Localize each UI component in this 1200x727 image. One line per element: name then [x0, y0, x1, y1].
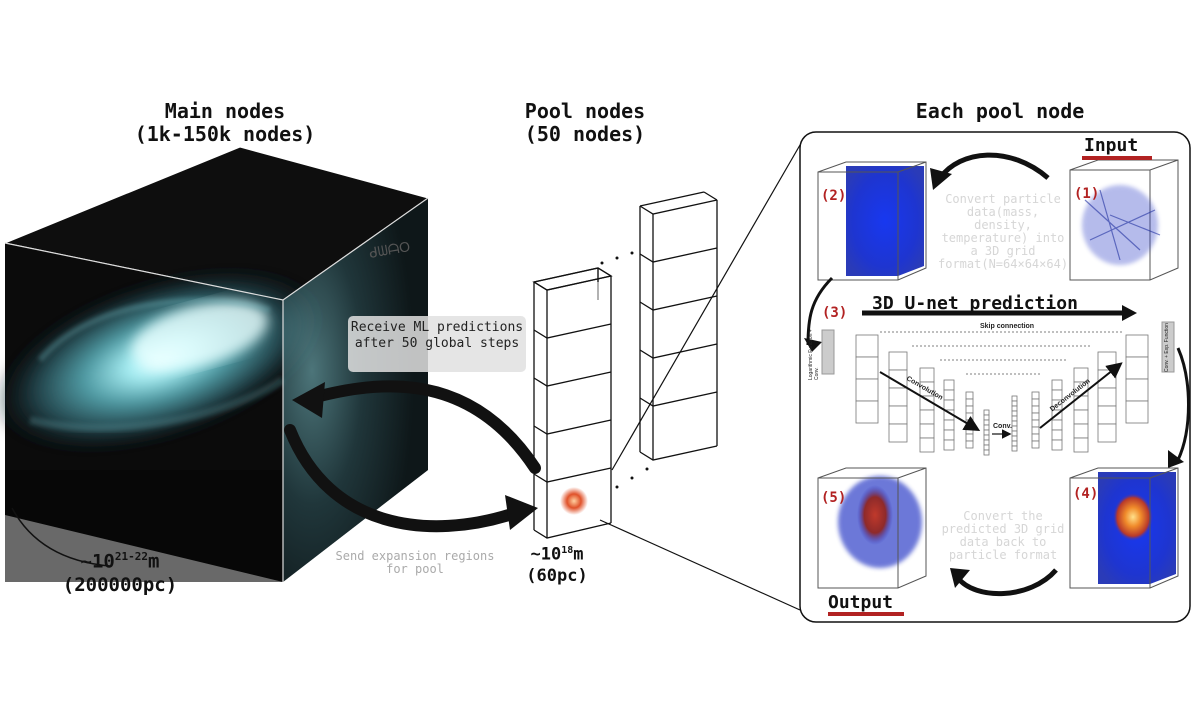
unet-skip-label: Skip connection	[980, 323, 1035, 330]
send-label: Send expansion regions for pool	[335, 549, 495, 576]
step-5-label: (5)	[821, 490, 847, 506]
cube-watermark: ᑯᗯᗩO	[368, 238, 412, 261]
main-scale-bracket	[11, 507, 111, 567]
unet-conv-label: Conv.	[993, 423, 1012, 430]
unet-title: 3D U-net prediction	[872, 293, 1078, 314]
unet-diagram	[821, 321, 1175, 456]
unet-right-block-label: Conv. + Exp. Function	[1164, 323, 1170, 372]
arrow-3-to-4	[1176, 347, 1190, 461]
main-scale-label: ~1021-22m (200000pc)	[40, 545, 200, 597]
pool-scale-label: ~1018m (60pc)	[517, 540, 597, 587]
galaxy-image	[0, 266, 329, 582]
arrow-2-to-3	[806, 276, 834, 346]
pool-column-back	[639, 191, 718, 461]
pool-scale-pc: (60pc)	[526, 565, 588, 586]
main-nodes-count: (1k-150k nodes)	[134, 122, 316, 146]
each-pool-node-title: Each pool node	[915, 99, 1085, 123]
pool-hotspot	[560, 487, 588, 515]
zoom-line-top	[611, 144, 801, 471]
cube-2-grid	[817, 161, 927, 281]
step-3-label: (3)	[822, 305, 848, 321]
step-2-label: (2)	[821, 188, 847, 204]
step-1-label: (1)	[1074, 186, 1100, 202]
main-scale-pc: (200000pc)	[62, 574, 178, 597]
receive-label-box: Receive ML predictions after 50 global s…	[348, 316, 526, 372]
unet-left-block	[821, 329, 835, 375]
convert-back-text: Convert the predicted 3D grid data back …	[941, 509, 1065, 562]
main-nodes-title: Main nodes (1k-150k nodes)	[120, 100, 330, 146]
arrow-4-to-5	[956, 568, 1058, 596]
receive-label: Receive ML predictions after 50 global s…	[350, 320, 524, 351]
pool-nodes-title: Pool nodes (50 nodes)	[520, 100, 650, 146]
zoom-line-bottom	[599, 519, 801, 611]
cube-1-input	[1069, 159, 1179, 281]
main-nodes-label: Main nodes	[164, 99, 286, 123]
convert-to-grid-text: Convert particle data(mass, density, tem…	[938, 192, 1069, 271]
pool-column-front	[532, 267, 613, 539]
pool-nodes-count: (50 nodes)	[524, 122, 646, 146]
output-label: Output	[828, 592, 894, 613]
receive-arrow	[292, 380, 541, 474]
unet-right-block	[1161, 321, 1175, 373]
send-arrow	[284, 424, 538, 533]
step-4-label: (4)	[1073, 486, 1099, 502]
unet-left-block-label: Logarithmic Function + Conv.	[808, 329, 820, 380]
pool-ellipsis-dots	[600, 251, 649, 489]
arrow-1-to-2	[937, 152, 1050, 180]
pool-nodes-label: Pool nodes	[524, 99, 646, 123]
input-label: Input	[1084, 135, 1139, 156]
cube-4-prediction	[1069, 467, 1179, 589]
cube-5-output	[817, 467, 927, 589]
